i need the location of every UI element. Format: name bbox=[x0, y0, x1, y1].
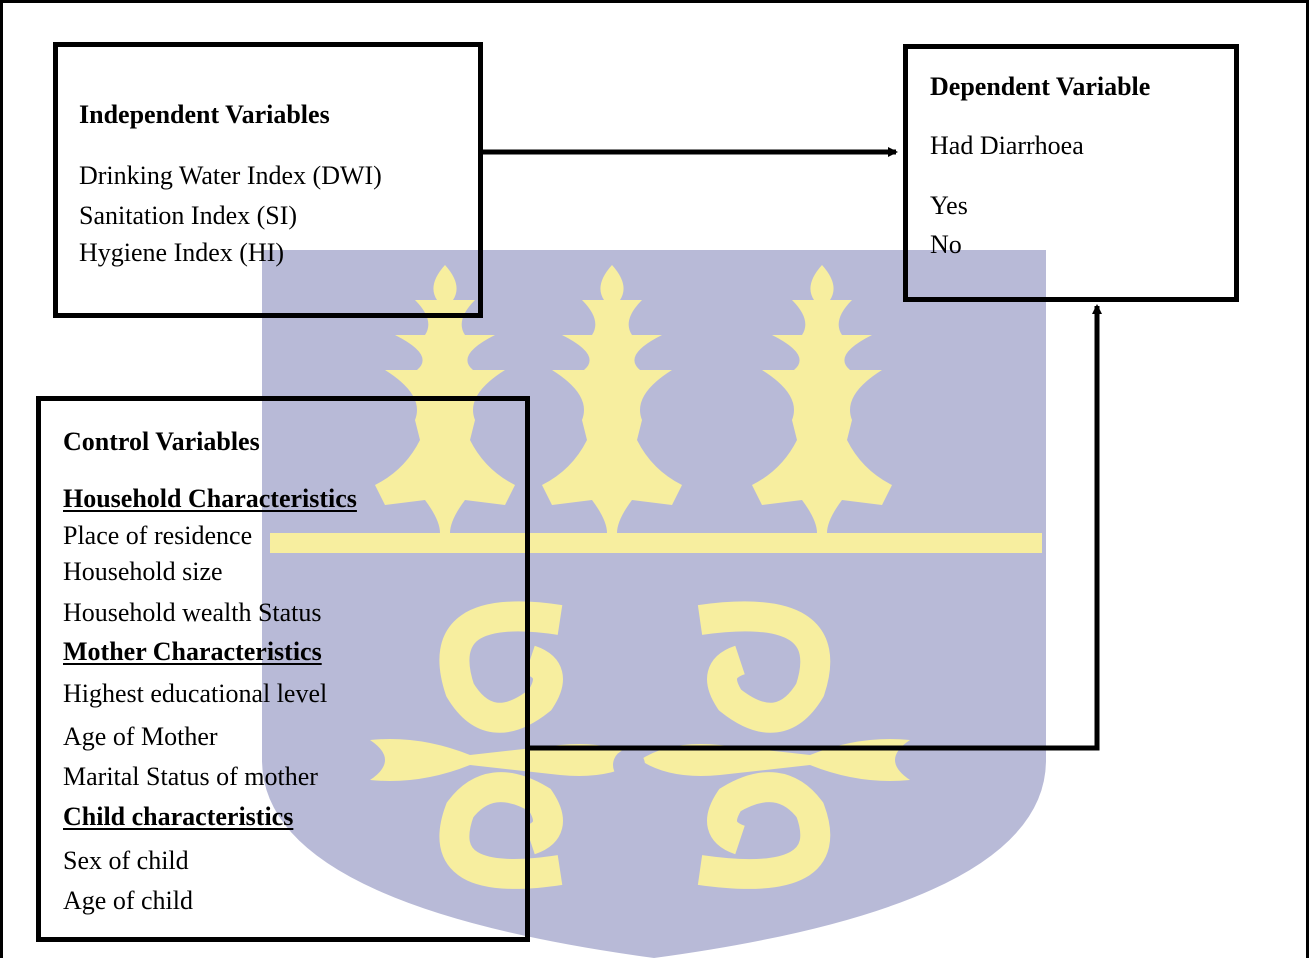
mother-characteristics-title: Mother Characteristics bbox=[63, 637, 322, 666]
household-item-residence: Place of residence bbox=[63, 521, 253, 550]
mother-item-marital-status: Marital Status of mother bbox=[63, 762, 318, 791]
independent-item-dwi: Drinking Water Index (DWI) bbox=[79, 161, 382, 190]
household-characteristics-title: Household Characteristics bbox=[63, 484, 357, 513]
child-item-sex: Sex of child bbox=[63, 846, 189, 875]
independent-item-hi: Hygiene Index (HI) bbox=[79, 238, 285, 267]
household-item-wealth: Household wealth Status bbox=[63, 598, 322, 627]
mother-item-age: Age of Mother bbox=[63, 722, 218, 751]
independent-variables-box: Independent Variables Drinking Water Ind… bbox=[53, 42, 483, 318]
dependent-variable-heading: Dependent Variable bbox=[930, 72, 1151, 101]
dependent-option-yes: Yes bbox=[930, 191, 968, 220]
household-item-size: Household size bbox=[63, 557, 223, 586]
child-characteristics-title: Child characteristics bbox=[63, 802, 294, 831]
independent-variables-heading: Independent Variables bbox=[79, 100, 330, 129]
dependent-option-no: No bbox=[930, 230, 962, 259]
control-variables-heading: Control Variables bbox=[63, 427, 260, 456]
child-item-age: Age of child bbox=[63, 886, 193, 915]
mother-item-education: Highest educational level bbox=[63, 679, 328, 708]
dependent-variable-box: Dependent Variable Had Diarrhoea Yes No bbox=[903, 44, 1239, 302]
dependent-variable-subheading: Had Diarrhoea bbox=[930, 131, 1084, 160]
control-variables-box: Control Variables Household Characterist… bbox=[36, 396, 530, 942]
independent-item-si: Sanitation Index (SI) bbox=[79, 201, 298, 230]
